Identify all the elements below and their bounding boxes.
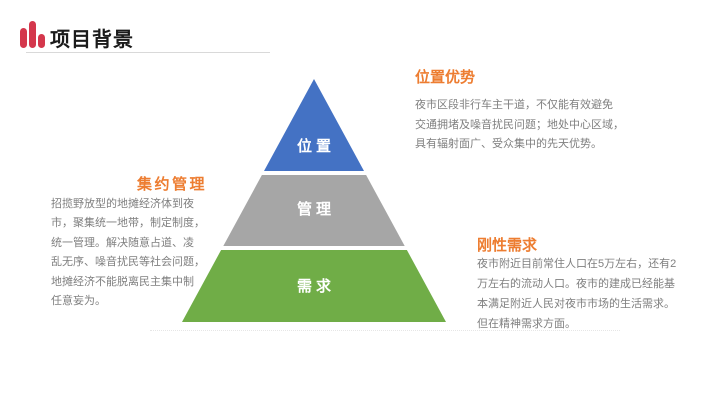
callout-management-heading: 集约管理: [136, 176, 207, 193]
callout-demand-body: 夜市附近目前常住人口在5万左右，还有2 万左右的流动人口。夜市的建成已经能基 本…: [477, 258, 677, 330]
pyramid-label-demand: 需求: [297, 277, 335, 295]
callout-demand-heading: 刚性需求: [477, 237, 538, 254]
title-divider: [26, 52, 270, 53]
bar-chart-icon: [20, 21, 45, 48]
callout-location-advantage: 位置优势 夜市区段非行车主干道，不仅能有效避免 交通拥堵及噪音扰民问题；地处中心…: [415, 66, 624, 155]
pyramid-label-management: 管理: [297, 200, 335, 218]
bar-chart-icon-bar: [38, 34, 45, 48]
callout-management-body: 招揽野放型的地摊经济体到夜 市，聚集统一地带，制定制度， 统一管理。解决随意占道…: [51, 198, 205, 308]
callout-location-body: 夜市区段非行车主干道，不仅能有效避免 交通拥堵及噪音扰民问题；地处中心区域， 具…: [415, 99, 624, 150]
bar-chart-icon-bar: [20, 28, 27, 48]
pyramid-level-middle: [223, 175, 405, 246]
pyramid-label-location: 位置: [297, 137, 335, 155]
pyramid-level-bottom: [182, 250, 446, 322]
callout-location-heading: 位置优势: [415, 69, 476, 86]
baseline-guide: [150, 330, 620, 331]
page-title: 项目背景: [50, 29, 134, 51]
pyramid-level-top: [264, 79, 364, 171]
bar-chart-icon-bar: [29, 21, 36, 48]
pyramid-diagram: 位置 管理 需求: [182, 79, 446, 322]
